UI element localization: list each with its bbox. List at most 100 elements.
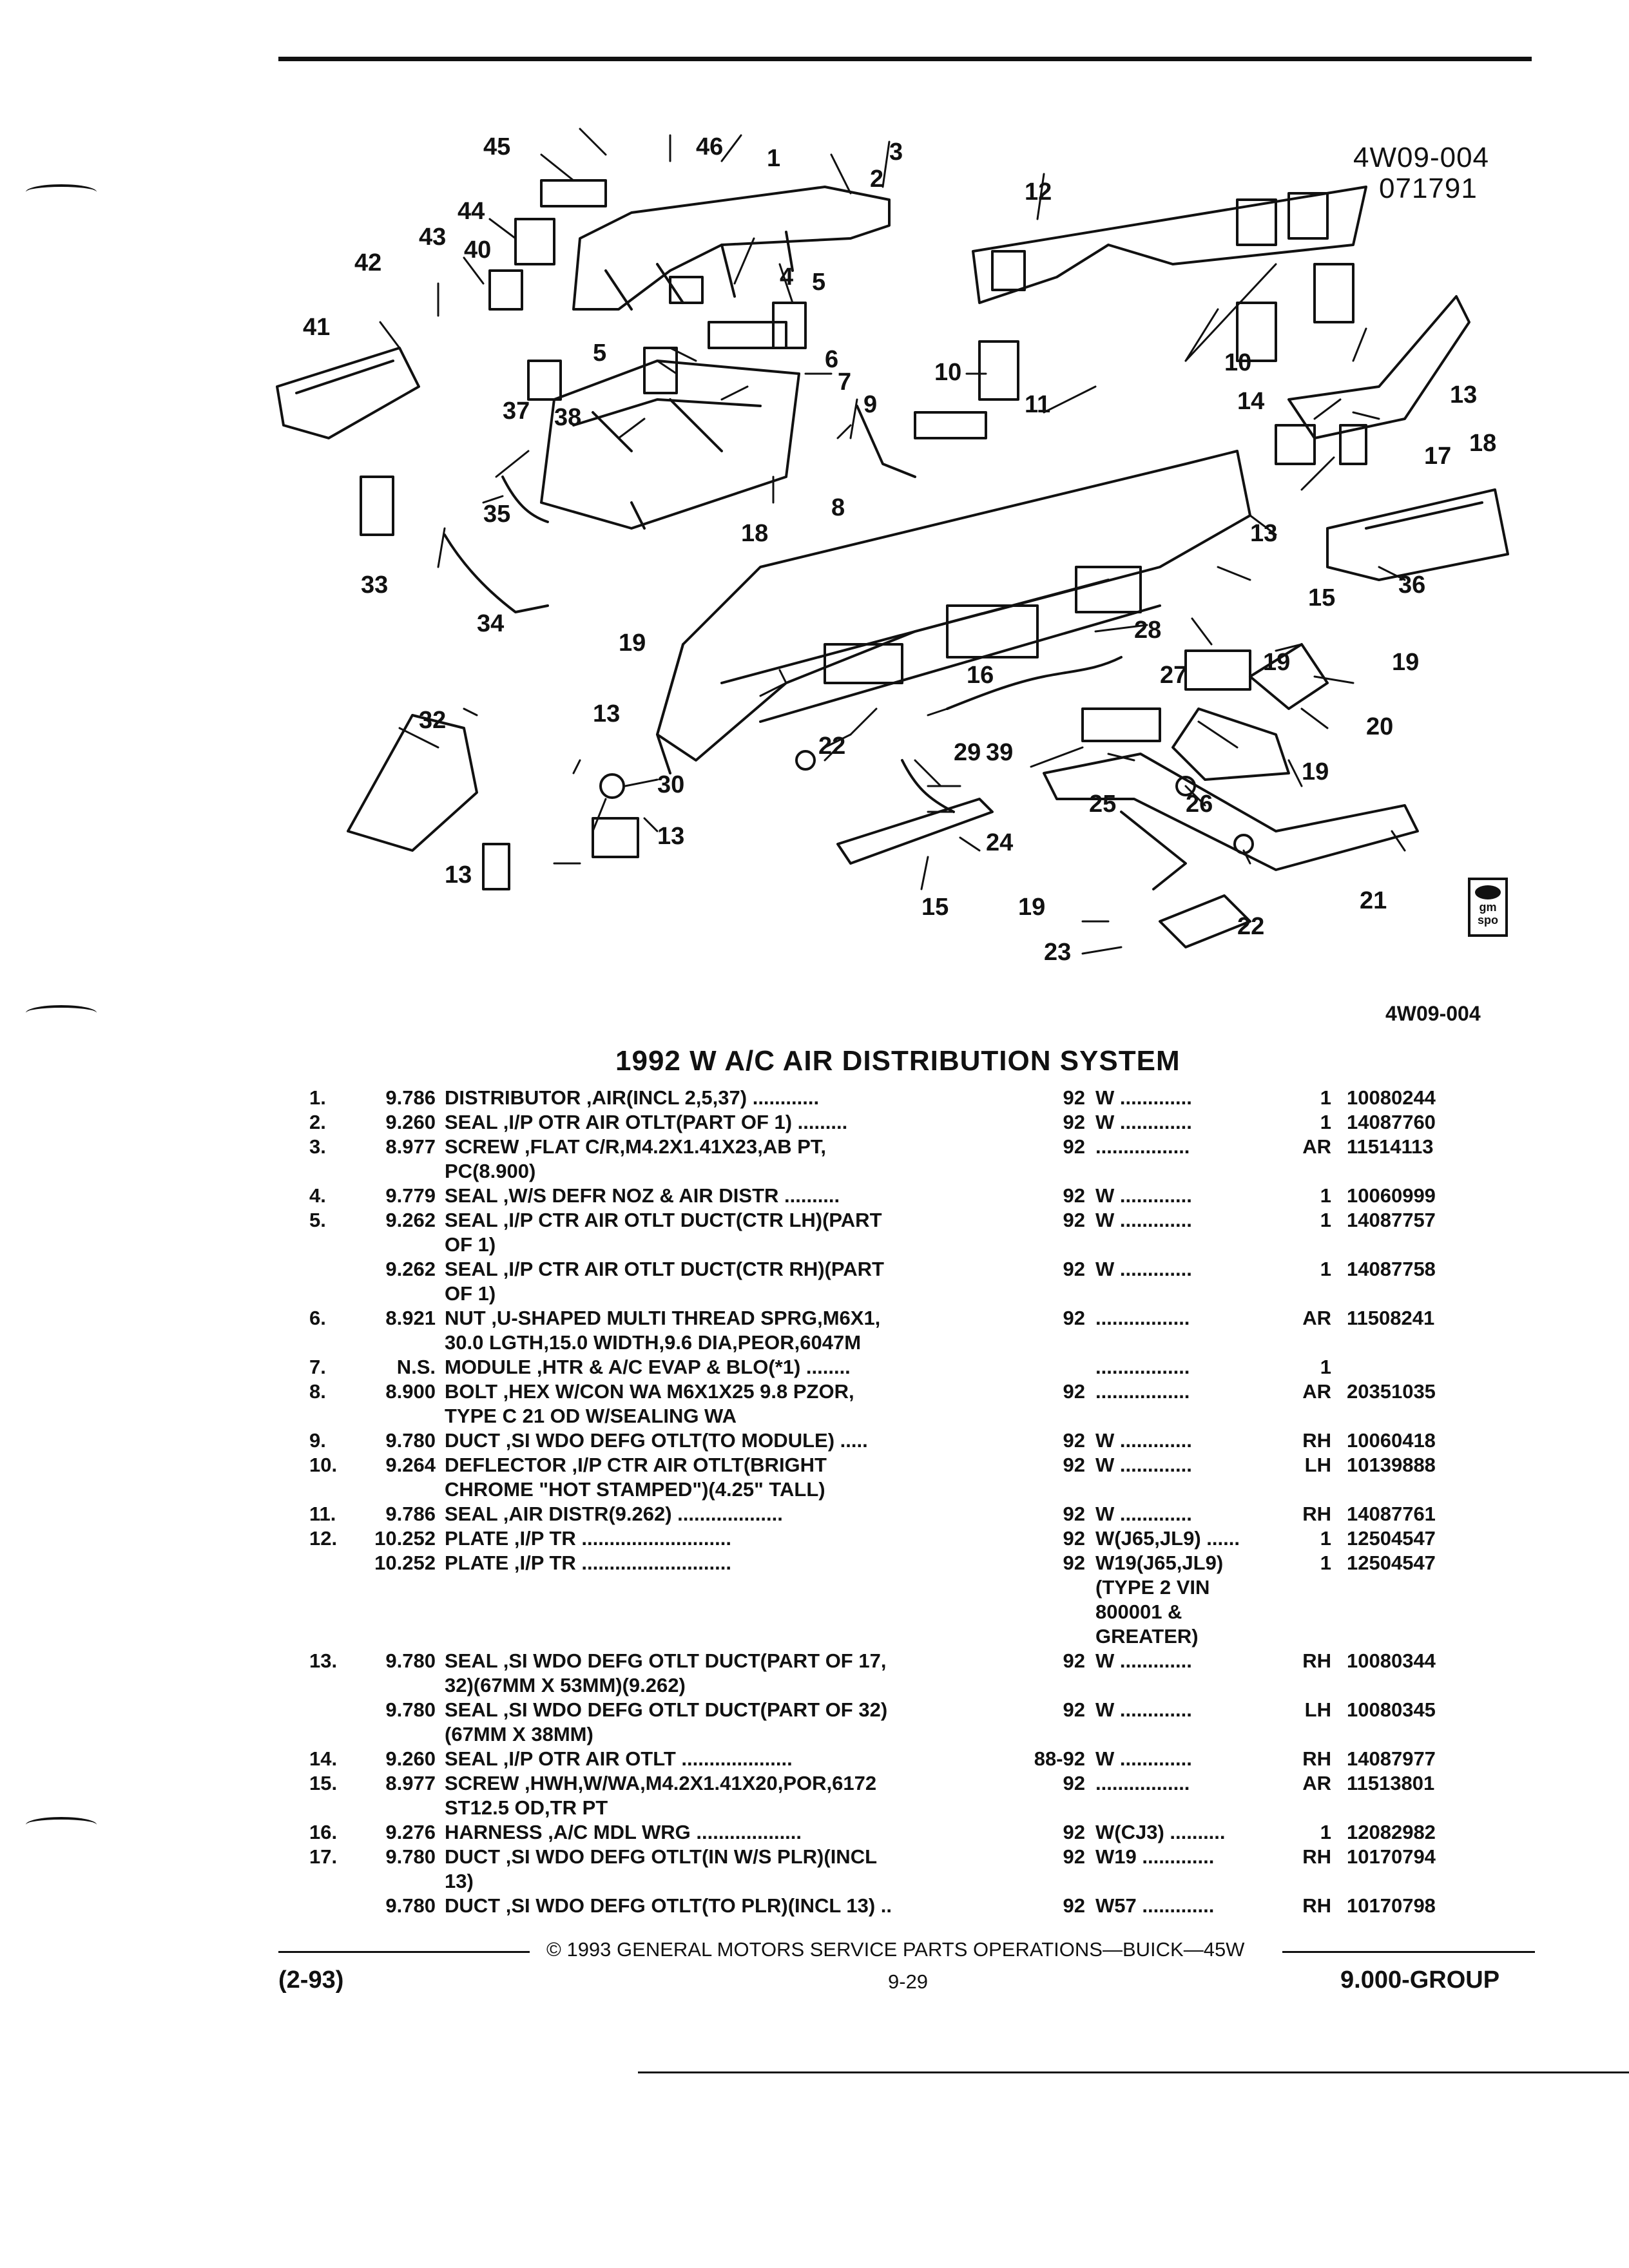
svg-text:24: 24 [986,829,1013,856]
mount-bracket-part [1249,643,1329,710]
figure-date: 071791 [1379,173,1478,204]
model-year: 92 [1063,1527,1085,1550]
svg-text:25: 25 [1089,791,1116,818]
item-number: 16. [309,1821,338,1843]
usage-notes: W ............. [1095,1649,1192,1672]
group-number: 8.977 [385,1135,436,1158]
part-number: 12504547 [1347,1552,1436,1574]
quantity: 1 [1320,1209,1331,1231]
svg-text:5: 5 [812,269,825,296]
parts-row: 7.N.S.MODULE ,HTR & A/C EVAP & BLO(*1) .… [309,1355,1534,1379]
part-number: 14087758 [1347,1258,1436,1280]
part-description: SEAL ,W/S DEFR NOZ & AIR DISTR .........… [445,1184,840,1207]
part-description: DUCT ,SI WDO DEFG OTLT(TO MODULE) ..... [445,1429,868,1452]
deflector-10c-part [1313,263,1354,323]
hvac-module-part [540,360,800,530]
group-number: N.S. [396,1356,436,1378]
exploded-parts-diagram: 45 46 1 2 3 12 44 43 40 42 41 4 5 5 6 7 … [276,128,1509,966]
group-number: 9.780 [385,1894,436,1917]
footer-rule-left [278,1951,530,1953]
model-year: 92 [1063,1845,1085,1868]
svg-text:19: 19 [619,629,646,657]
group-number: 9.276 [385,1821,436,1843]
svg-text:36: 36 [1398,572,1425,599]
svg-text:13: 13 [657,823,684,850]
item-number: 12. [309,1527,338,1550]
part-number: 10080345 [1347,1698,1436,1721]
footer-copyright: © 1993 GENERAL MOTORS SERVICE PARTS OPER… [546,1938,1245,1961]
quantity: AR [1302,1135,1331,1158]
svg-text:23: 23 [1044,939,1071,966]
quantity: LH [1304,1454,1331,1476]
svg-text:13: 13 [1250,520,1277,547]
usage-notes: ................. [1095,1307,1190,1329]
model-year: 88-92 [1034,1747,1085,1770]
instrument-panel-carrier-part [656,450,1251,774]
page-title: 1992 W A/C AIR DISTRIBUTION SYSTEM [615,1045,1181,1077]
svg-text:10: 10 [934,359,961,386]
seal-44-part [514,218,555,265]
model-year: 92 [1063,1454,1085,1476]
part-number [1347,1355,1469,1379]
svg-text:33: 33 [361,572,388,599]
group-number: 9.780 [385,1429,436,1452]
part-number: 14087757 [1347,1209,1436,1231]
svg-text:27: 27 [1160,662,1187,689]
quantity: 1 [1320,1184,1331,1207]
logo-text: gm spo [1477,901,1498,927]
footer-date-code: (2-93) [278,1966,344,1994]
svg-text:22: 22 [818,733,845,760]
usage-notes: W ............. [1095,1086,1192,1109]
model-year: 92 [1063,1184,1085,1207]
svg-text:5: 5 [593,340,606,367]
group-number: 10.252 [374,1527,436,1550]
svg-text:21: 21 [1360,887,1387,914]
seal-13c-part [1339,424,1367,465]
svg-text:4: 4 [780,264,793,291]
duct-34-part [443,533,549,613]
binder-mark [26,184,97,200]
usage-notes: W ............. [1095,1111,1192,1133]
fastener-22-part [795,750,816,771]
svg-text:19: 19 [1018,894,1045,921]
usage-notes: W ............. [1095,1258,1192,1280]
svg-text:28: 28 [1134,617,1161,644]
group-number: 9.262 [385,1258,436,1280]
svg-text:42: 42 [354,249,381,276]
quantity: AR [1302,1772,1331,1794]
usage-notes: W ............. [1095,1503,1192,1525]
usage-notes: W(J65,JL9) ...... [1095,1527,1240,1550]
group-number: 9.780 [385,1649,436,1672]
svg-text:15: 15 [1308,584,1335,611]
binder-mark [26,1817,97,1832]
seal-45-part [540,179,607,207]
usage-notes: ................. [1095,1135,1190,1158]
svg-text:40: 40 [464,236,491,264]
usage-notes: ................. [1095,1356,1190,1378]
part-number: 10139888 [1347,1454,1436,1476]
svg-text:30: 30 [657,771,684,798]
item-number: 6. [309,1307,326,1329]
left-end-duct-part [347,714,478,852]
part-description: DEFLECTOR ,I/P CTR AIR OTLT(BRIGHT CHROM… [445,1454,827,1501]
svg-text:41: 41 [303,314,330,341]
usage-notes: W(CJ3) .......... [1095,1821,1226,1843]
duct-9-part [856,405,916,478]
item-number: 7. [309,1356,326,1378]
svg-text:22: 22 [1237,913,1264,940]
group-number: 9.780 [385,1845,436,1868]
quantity: RH [1302,1503,1331,1525]
part-number: 14087760 [1347,1111,1436,1133]
usage-notes: W ............. [1095,1454,1192,1476]
